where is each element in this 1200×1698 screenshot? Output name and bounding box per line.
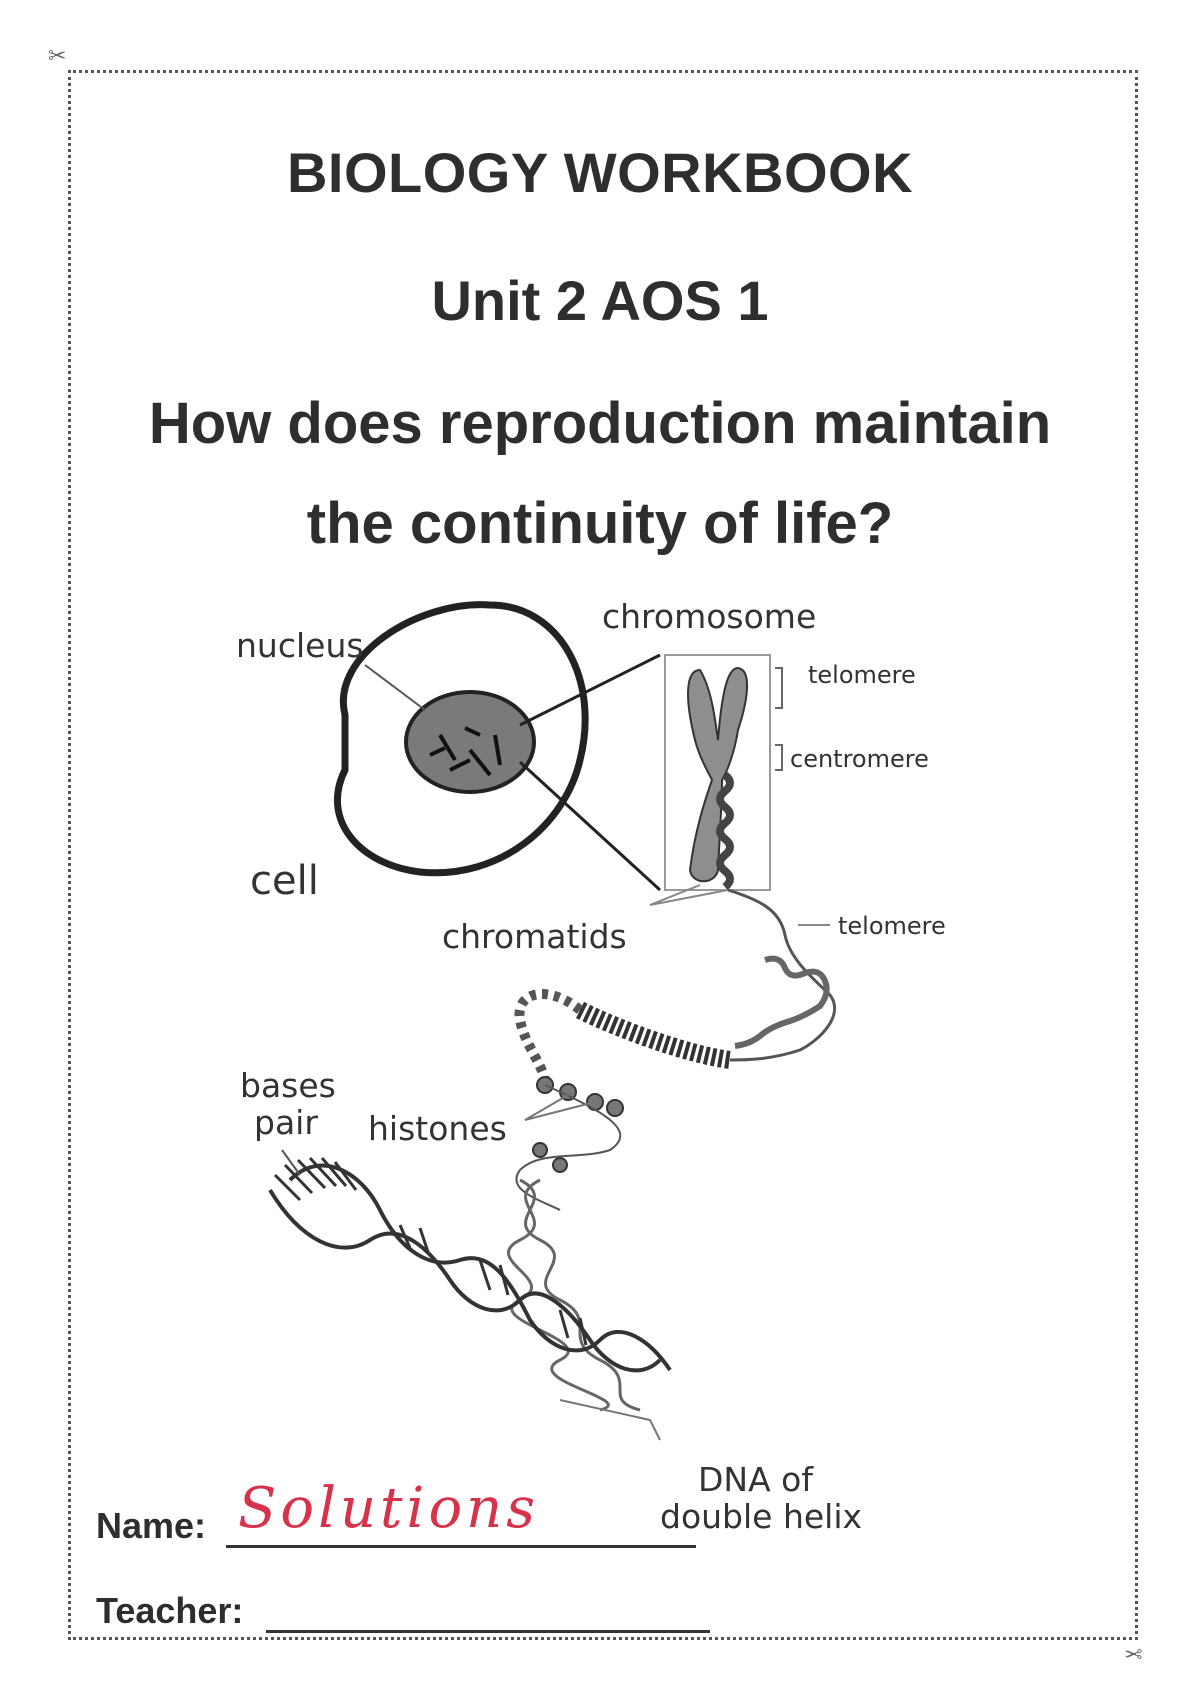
chromosome-shape [687,666,749,883]
label-chromosome: chromosome [602,597,817,636]
workbook-title: BIOLOGY WORKBOOK [286,141,914,204]
solenoid-coil [734,955,830,1049]
base-pair-rungs [273,1156,588,1346]
label-centromere: centromere [790,745,929,773]
chromatids-leader [649,884,701,906]
teacher-line[interactable] [266,1630,710,1633]
label-dna-1: DNA of [698,1460,813,1499]
coiled-chromatid [716,771,734,891]
histones-leader-2 [524,1101,596,1121]
name-label: Name: [96,1505,207,1546]
scissors-icon: ✂ [48,44,67,69]
zoom-line-top [519,653,661,727]
nucleus-shape [404,690,536,794]
chromosome-marks [429,726,502,777]
chromatids-leader-2 [649,889,729,906]
chromosome-box [664,654,771,891]
dotted-cut-border [68,70,1138,1640]
unit-heading: Unit 2 AOS 1 [431,269,769,332]
nucleus-leader [364,664,426,711]
label-telomere-bottom: telomere [838,912,946,940]
label-histones: histones [368,1109,507,1148]
cell-outline [333,601,589,877]
dna-helix-large-a [268,1188,662,1373]
label-dna-2: double helix [660,1497,863,1536]
dna-thread [727,888,837,1062]
question-line-2: the continuity of life? [306,491,894,556]
bead-string [515,1084,622,1211]
zoom-line-bottom [518,760,662,892]
dna-helix-small-a [519,1178,641,1412]
fiber-loop [514,989,584,1082]
name-line[interactable] [226,1545,696,1548]
question-line-1: How does reproduction maintain [148,391,1052,456]
label-chromatids: chromatids [442,917,627,956]
label-bases-pair-1: bases [240,1066,336,1105]
label-bases-pair-2: pair [254,1103,318,1142]
dna-helix-large-b [288,1163,672,1372]
dna-leader [559,1399,661,1441]
histones-leader [524,1094,569,1121]
name-value: Solutions [238,1476,539,1541]
telomere-bracket-top [775,667,783,709]
teacher-label: Teacher: [96,1590,244,1631]
label-telomere-top: telomere [808,661,916,689]
bases-pair-pointer [281,1149,301,1176]
label-nucleus: nucleus [236,626,364,665]
label-cell: cell [250,858,319,904]
condensed-fiber [575,1001,732,1069]
centromere-bracket [775,744,783,771]
